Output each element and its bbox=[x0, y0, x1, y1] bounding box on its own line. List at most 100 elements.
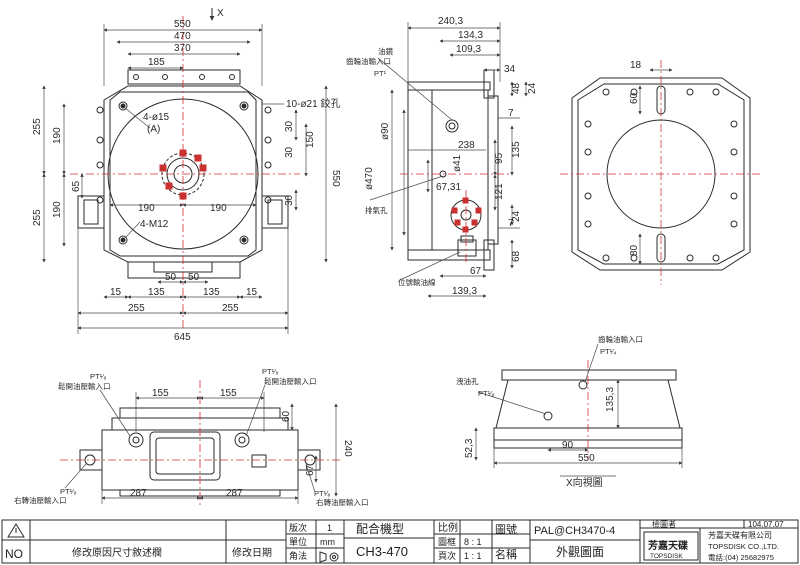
bottom-dim-67: 67 bbox=[305, 464, 316, 476]
bottom-dim-155-a: 155 bbox=[152, 388, 169, 399]
label-brake-oil: 齒輪油輸入口 bbox=[346, 56, 391, 66]
xview-label-air: 洩油孔 bbox=[456, 376, 479, 386]
tb-drawing-no-value: PAL@CH3470-4 bbox=[534, 525, 615, 537]
rear-dim-18: 18 bbox=[630, 60, 642, 71]
tb-scale-value1: 8 : 1 bbox=[464, 537, 482, 547]
bottom-dim-287-b: 287 bbox=[226, 488, 243, 499]
front-view bbox=[42, 8, 328, 334]
tb-no: NO bbox=[5, 547, 23, 561]
bottom-dim-240: 240 bbox=[342, 440, 353, 457]
label-drain: 排氣孔 bbox=[365, 205, 388, 215]
callout-reamed: 10-ø21 鉸孔 bbox=[286, 97, 340, 110]
dim-top-550: 550 bbox=[174, 19, 191, 30]
dim-left-65: 65 bbox=[71, 180, 82, 192]
tb-version-label: 版次 bbox=[289, 522, 307, 533]
tb-name-value: 外觀圖面 bbox=[556, 545, 604, 559]
tb-name-label: 名稱 bbox=[495, 547, 517, 561]
dim-top-185: 185 bbox=[148, 57, 165, 68]
callout-4-holes: 4-ø15 bbox=[143, 112, 170, 123]
side-dim-95: 95 bbox=[494, 152, 505, 164]
side-dim-24-bottom: 24 bbox=[511, 210, 522, 222]
tb-revision-date: 修改日期 bbox=[232, 546, 272, 559]
dim-left-190-top: 190 bbox=[52, 127, 63, 144]
tb-company-phone: 電話:(04) 25682975 bbox=[708, 552, 774, 562]
side-dim-48: 48 bbox=[511, 82, 522, 94]
dim-bottom-135-a: 135 bbox=[148, 287, 165, 298]
side-dim-139: 139,3 bbox=[452, 286, 477, 297]
tb-company-zh: 芳嘉天碟有限公司 bbox=[708, 530, 772, 540]
tb-version-value: 1 bbox=[327, 523, 332, 533]
rear-view-dims: 18 60 80 bbox=[629, 60, 642, 256]
dim-right-30-c: 30 bbox=[284, 194, 295, 206]
dim-right-30-b: 30 bbox=[284, 146, 295, 158]
bottom-dim-60: 60 bbox=[281, 410, 292, 422]
tb-revision-reason: 修改原因尺寸敘述欄 bbox=[72, 546, 162, 559]
label-pt-right: PT¹⁄₈ bbox=[262, 367, 278, 376]
dim-right-550: 550 bbox=[330, 170, 341, 187]
label-rot-left: 右轉油壓輸入口 bbox=[14, 495, 67, 505]
tb-matching-value: CH3-470 bbox=[356, 544, 408, 559]
side-dim-121: 121 bbox=[494, 183, 505, 200]
side-dim-67: 67 bbox=[470, 266, 482, 277]
logo-box-icon bbox=[643, 531, 699, 561]
tb-logo-text: 芳嘉天碟 bbox=[648, 539, 688, 552]
tb-page-label: 頁次 bbox=[438, 550, 456, 561]
dim-bottom-255-b: 255 bbox=[222, 303, 239, 314]
side-dim-41: ø41 bbox=[452, 154, 463, 172]
side-dim-90: ø90 bbox=[380, 122, 391, 140]
tb-frame-label: 圖框 bbox=[438, 536, 456, 547]
dim-bottom-50-b: 50 bbox=[188, 272, 200, 283]
xview-dim-550: 550 bbox=[578, 453, 595, 464]
side-dim-238: 238 bbox=[458, 140, 475, 151]
label-pt-bottom-left: PT¹⁄₈ bbox=[60, 487, 76, 496]
tb-unit-label: 單位 bbox=[289, 536, 307, 547]
side-dim-135: 135 bbox=[511, 141, 522, 158]
dim-bottom-15-b: 15 bbox=[246, 287, 258, 298]
bottom-view-dims: 155 155 60 240 67 287 287 PT¹⁄₈ 鬆開油壓輸入口 … bbox=[14, 367, 369, 507]
tb-projection-label: 角法 bbox=[289, 550, 307, 561]
label-clamp-left: 鬆開油壓輸入口 bbox=[58, 381, 111, 391]
xview-dim-135: 135,3 bbox=[605, 387, 616, 412]
tb-unit-value: mm bbox=[320, 537, 335, 547]
bottom-view bbox=[60, 380, 340, 505]
label-rot-right: 右轉油壓輸入口 bbox=[316, 497, 369, 507]
tb-checker-label: 檢圖者 bbox=[652, 519, 676, 529]
xview-dim-52: 52,3 bbox=[464, 438, 475, 458]
dim-top-370: 370 bbox=[174, 43, 191, 54]
dim-left-255-top: 255 bbox=[32, 118, 43, 135]
side-dim-470: ø470 bbox=[364, 167, 375, 190]
bottom-dim-155-b: 155 bbox=[220, 388, 237, 399]
dim-right-150: 150 bbox=[305, 131, 316, 148]
x-view bbox=[474, 343, 683, 477]
label-clamp-right: 鬆開油壓輸入口 bbox=[264, 376, 317, 386]
title-block bbox=[1, 519, 799, 564]
side-dim-240: 240,3 bbox=[438, 16, 463, 27]
xview-label-pt2: PT¹⁄₈ bbox=[478, 389, 494, 398]
tb-scale-label: 比例 bbox=[438, 521, 458, 534]
side-dim-68: 68 bbox=[511, 250, 522, 262]
side-view-dims: 240,3 134,3 109,3 34 48 24 7 135 95 121 … bbox=[346, 16, 538, 297]
side-dim-134: 134,3 bbox=[458, 30, 483, 41]
axis-label: X bbox=[217, 8, 224, 19]
tb-date-value: 104.07.07 bbox=[748, 520, 784, 529]
tb-company-en: TOPSDISK CO.,LTD. bbox=[708, 542, 779, 551]
side-dim-7-top: 7 bbox=[508, 108, 514, 119]
dim-bottom-50-a: 50 bbox=[165, 272, 177, 283]
side-view bbox=[369, 22, 528, 298]
xview-label-oil: 齒輪油輸入口 bbox=[598, 334, 643, 344]
dim-left-190-bottom: 190 bbox=[52, 201, 63, 218]
label-lube: 位號輸油線 bbox=[398, 277, 436, 287]
warning-triangle-icon bbox=[7, 523, 25, 538]
xview-title: X向視圖 bbox=[566, 476, 603, 489]
rear-view bbox=[560, 60, 760, 285]
dim-left-255-bottom: 255 bbox=[32, 209, 43, 226]
side-dim-34: 34 bbox=[504, 64, 516, 75]
label-pt-left: PT¹⁄₈ bbox=[90, 372, 106, 381]
dim-right-30-a: 30 bbox=[284, 120, 295, 132]
side-dim-6731: 67,31 bbox=[436, 182, 461, 193]
projection-symbol-icon bbox=[319, 551, 339, 563]
callout-thread: 4-M12 bbox=[140, 219, 169, 230]
front-view-dims: X 550 470 370 185 255 190 190 255 65 30 … bbox=[32, 8, 341, 343]
tb-drawing-no-label: 圖號 bbox=[495, 523, 517, 536]
